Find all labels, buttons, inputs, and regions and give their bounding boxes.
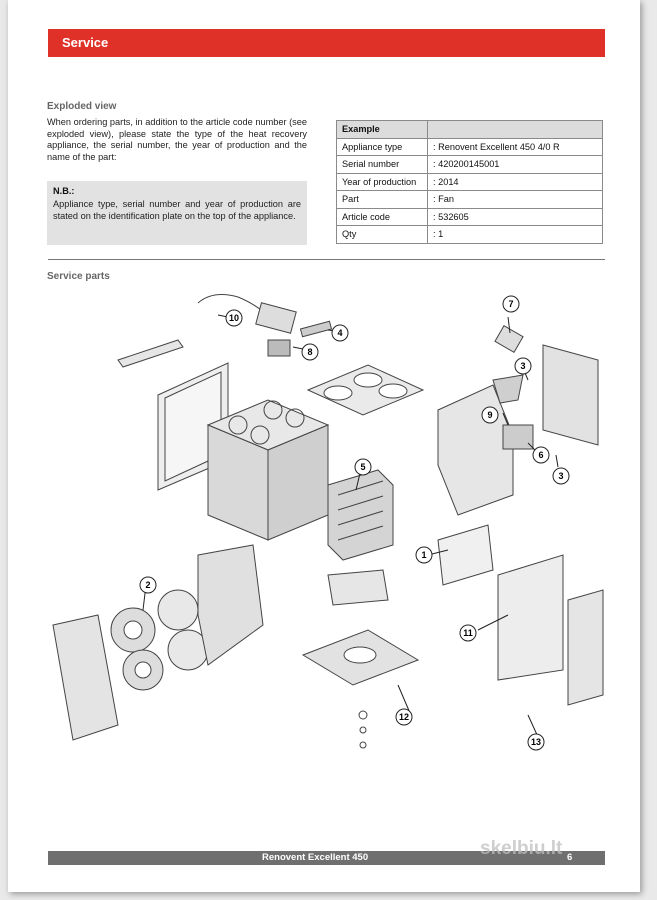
callout-circle bbox=[225, 309, 243, 327]
drain-tray-part bbox=[327, 569, 389, 606]
exchanger-fins bbox=[337, 480, 384, 541]
heat-exchanger-part bbox=[327, 469, 394, 561]
side-casing-part bbox=[542, 344, 599, 446]
row-value: : 420200145001 bbox=[427, 155, 603, 174]
callout-circle bbox=[301, 343, 319, 361]
callout-circle bbox=[331, 324, 349, 342]
duct-opening bbox=[285, 408, 305, 428]
control-board-part bbox=[255, 302, 297, 334]
callout-circle bbox=[514, 357, 532, 375]
front-panel-part-11 bbox=[497, 554, 564, 681]
callout-label: 4 bbox=[337, 328, 342, 338]
row-value: : 2014 bbox=[427, 172, 603, 191]
row-value: : 532605 bbox=[427, 207, 603, 226]
table-header-row: Example bbox=[336, 120, 603, 139]
callout-label: 10 bbox=[229, 313, 239, 323]
duct-ring bbox=[378, 383, 408, 399]
section-title: Service bbox=[62, 35, 109, 50]
callout-label: 13 bbox=[531, 737, 541, 747]
table-header-cell: Example bbox=[336, 120, 428, 139]
row-label: Appliance type bbox=[336, 137, 428, 156]
rail-part bbox=[117, 339, 184, 368]
insulation-block-part bbox=[437, 384, 514, 516]
sensor-part-8 bbox=[267, 339, 291, 357]
callout-label: 5 bbox=[360, 462, 365, 472]
callout-label: 12 bbox=[399, 712, 409, 722]
note-text: Appliance type, serial number and year o… bbox=[53, 199, 301, 221]
callout-circle bbox=[415, 546, 433, 564]
table-row: Serial number : 420200145001 bbox=[336, 155, 603, 174]
filter-part-1 bbox=[437, 524, 494, 586]
callout-circle bbox=[354, 458, 372, 476]
board-part-4 bbox=[299, 320, 333, 338]
drain-fitting bbox=[359, 726, 367, 734]
section-banner: Service bbox=[48, 29, 605, 57]
row-value: : Fan bbox=[427, 190, 603, 209]
left-casing-part bbox=[52, 614, 119, 741]
insulation-top-part bbox=[306, 364, 425, 416]
callout-label: 9 bbox=[487, 410, 492, 420]
callout-circle bbox=[552, 467, 570, 485]
cable-part bbox=[197, 294, 269, 316]
fan-hub bbox=[134, 661, 152, 679]
callout-label: 6 bbox=[538, 450, 543, 460]
row-label: Year of production bbox=[336, 172, 428, 191]
exploded-view-heading: Exploded view bbox=[47, 101, 117, 112]
callout-label: 11 bbox=[463, 628, 473, 638]
callout-label: 7 bbox=[508, 299, 513, 309]
page-footer: Renovent Excellent 450 6 bbox=[48, 851, 605, 865]
drain-fitting bbox=[359, 741, 367, 749]
section-divider bbox=[48, 259, 605, 260]
fan-insulation-part bbox=[197, 544, 264, 666]
watermark: skelbiu.lt bbox=[480, 838, 563, 859]
callout-label: 8 bbox=[307, 347, 312, 357]
exploded-view-diagram: 10 4 8 7 3 9 6 3 5 2 1 11 12 13 bbox=[52, 294, 604, 751]
row-value: : 1 bbox=[427, 225, 603, 244]
callout-label: 2 bbox=[145, 580, 150, 590]
table-row: Qty : 1 bbox=[336, 225, 603, 244]
note-title: N.B.: bbox=[53, 186, 75, 196]
service-parts-heading: Service parts bbox=[47, 271, 110, 282]
drain-fitting bbox=[358, 710, 368, 720]
duct-ring bbox=[353, 372, 383, 388]
duct-opening bbox=[263, 400, 283, 420]
callout-circle bbox=[139, 576, 157, 594]
row-label: Article code bbox=[336, 207, 428, 226]
duct-opening bbox=[228, 415, 248, 435]
row-label: Serial number bbox=[336, 155, 428, 174]
document-page: Service Exploded view When ordering part… bbox=[8, 0, 640, 892]
callout-circle bbox=[459, 624, 477, 642]
cover-part-7 bbox=[494, 325, 524, 353]
row-label: Qty bbox=[336, 225, 428, 244]
bypass-part bbox=[492, 374, 524, 404]
fan-hub bbox=[123, 620, 143, 640]
callout-label: 3 bbox=[520, 361, 525, 371]
callout-circle bbox=[502, 295, 520, 313]
table-row: Part : Fan bbox=[336, 190, 603, 209]
table-header-cell-empty bbox=[427, 120, 603, 139]
note-box: N.B.: Appliance type, serial number and … bbox=[47, 181, 307, 245]
row-value: : Renovent Excellent 450 4/0 R bbox=[427, 137, 603, 156]
callout-circle bbox=[527, 733, 545, 751]
table-row: Appliance type : Renovent Excellent 450 … bbox=[336, 137, 603, 156]
example-table: Example Appliance type : Renovent Excell… bbox=[336, 120, 603, 244]
callout-label: 1 bbox=[421, 550, 426, 560]
drain-opening bbox=[343, 646, 377, 664]
fan-housing-part bbox=[157, 589, 199, 631]
duct-opening bbox=[250, 425, 270, 445]
page-number: 6 bbox=[567, 852, 573, 863]
callout-label: 3 bbox=[558, 471, 563, 481]
row-label: Part bbox=[336, 190, 428, 209]
motor-part-9 bbox=[502, 424, 534, 450]
ordering-instructions: When ordering parts, in addition to the … bbox=[47, 117, 307, 162]
callout-circle bbox=[481, 406, 499, 424]
footer-title: Renovent Excellent 450 bbox=[262, 852, 369, 863]
callout-circle bbox=[395, 708, 413, 726]
front-cover-part-13 bbox=[567, 589, 604, 706]
table-row: Year of production : 2014 bbox=[336, 172, 603, 191]
callout-circle bbox=[532, 446, 550, 464]
table-row: Article code : 532605 bbox=[336, 207, 603, 226]
duct-ring bbox=[323, 385, 353, 401]
